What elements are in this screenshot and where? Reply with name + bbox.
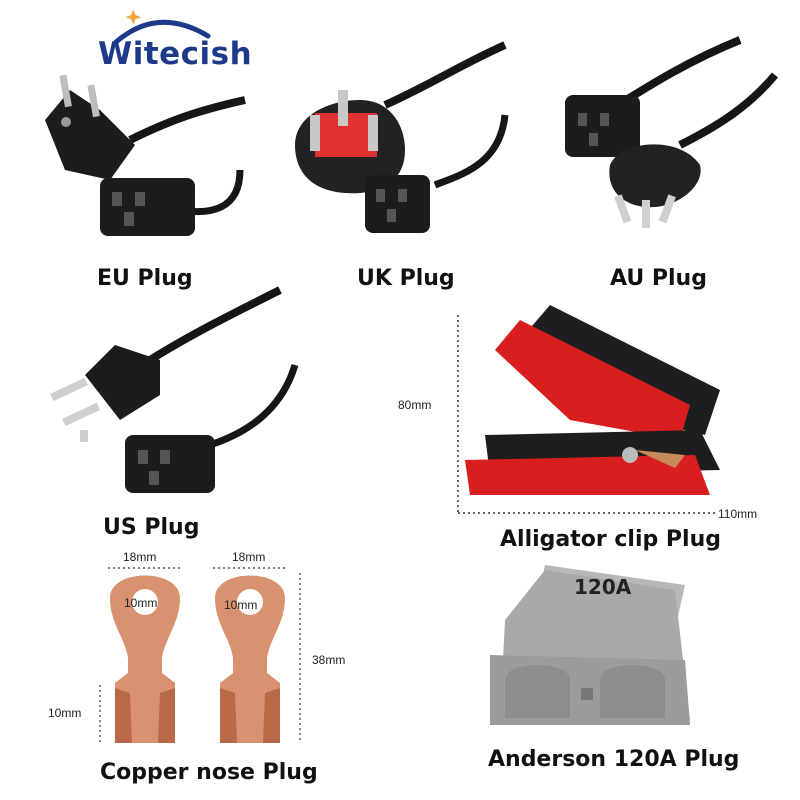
uk-plug-image (295, 41, 509, 233)
us-plug-label: US Plug (103, 515, 200, 540)
copper-width-right-dim: 18mm (232, 550, 266, 564)
copper-hole-right-dim: 10mm (224, 598, 258, 612)
us-plug-image (50, 286, 299, 493)
eu-plug-label: EU Plug (97, 266, 193, 291)
copper-length-dim: 38mm (312, 653, 346, 667)
anderson-label: Anderson 120A Plug (488, 747, 740, 772)
alligator-width-dim: 110mm (718, 507, 758, 521)
alligator-height-dim: 80mm (398, 398, 432, 412)
alligator-dimension-lines (457, 315, 715, 514)
alligator-clip-label: Alligator clip Plug (500, 527, 721, 552)
anderson-connector-image (490, 565, 690, 725)
alligator-clip-image (465, 305, 720, 495)
anderson-rating-text: 120A (574, 575, 632, 599)
au-plug-label: AU Plug (610, 266, 707, 291)
copper-nose-label: Copper nose Plug (100, 760, 318, 785)
copper-hole-left-dim: 10mm (124, 596, 158, 610)
copper-base-dim: 10mm (48, 706, 82, 720)
copper-nose-image (110, 575, 285, 743)
uk-plug-label: UK Plug (357, 266, 455, 291)
logo-arc-icon (113, 9, 211, 45)
au-plug-image (565, 36, 779, 228)
brand-name: Witecish (98, 36, 253, 72)
eu-plug-image (45, 74, 246, 236)
copper-width-left-dim: 18mm (123, 550, 157, 564)
